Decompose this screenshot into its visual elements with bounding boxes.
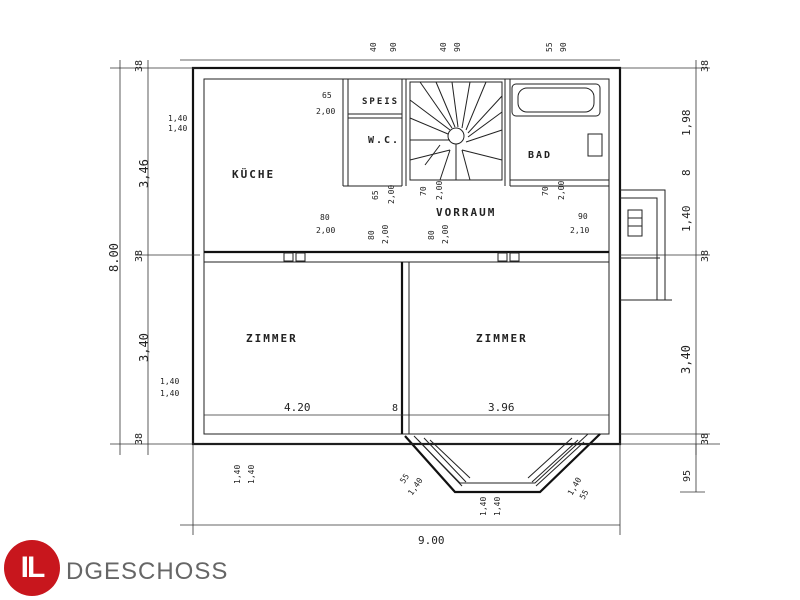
dim-bay-left-a: 1,40: [233, 465, 242, 484]
dim-win-zimmer-b: 1,40: [160, 389, 179, 398]
dim-room-width-right: 3.96: [488, 401, 515, 414]
dim-bay-d: 1,40: [493, 497, 502, 516]
interior-walls: [204, 79, 609, 434]
dim-bay-left-b: 1,40: [247, 465, 256, 484]
dim-kueche-door-b: 2,00: [316, 226, 335, 235]
dim-win-kueche-b: 1,40: [168, 124, 187, 133]
dim-room-width-left: 4.20: [284, 401, 311, 414]
dim-left-mid: 3,40: [137, 333, 151, 362]
dim-top-a: 40: [369, 42, 378, 52]
dim-zl-door-b: 2,00: [381, 225, 390, 244]
dim-right-95: 95: [682, 470, 693, 482]
dim-right-140: 1,40: [680, 206, 693, 233]
dim-right-340: 3,40: [679, 345, 693, 374]
dim-top-b: 90: [389, 42, 398, 52]
floor-caption: DGESCHOSS: [66, 558, 229, 585]
staircase: [409, 81, 503, 181]
dim-win-kueche-a: 1,40: [168, 114, 187, 123]
dim-top-e: 55: [545, 42, 554, 52]
dim-bay-c: 1,40: [479, 497, 488, 516]
dim-vorraum-door-b: 2,10: [570, 226, 589, 235]
dim-stair-b: 2,00: [435, 181, 444, 200]
dim-zr-door-a: 80: [427, 230, 436, 240]
dim-right-198: 1,98: [680, 110, 693, 137]
dim-vorraum-door-a: 90: [578, 212, 588, 221]
dim-wc-door-b: 2,00: [387, 185, 396, 204]
dim-speis-b: 2,00: [316, 107, 335, 116]
dim-left-top: 3,46: [137, 159, 151, 188]
dim-speis-a: 65: [322, 91, 332, 100]
dim-total-height: 8.00: [107, 243, 121, 272]
dim-wall-38-bottom-right: 38: [700, 433, 711, 445]
radiators: [283, 252, 520, 262]
dim-zr-door-b: 2,00: [441, 225, 450, 244]
dim-stair-a: 70: [419, 186, 428, 196]
room-label-bad: BAD: [528, 150, 552, 161]
dim-right-8: 8: [680, 169, 693, 176]
bathtub: [511, 83, 603, 157]
dim-wc-door-a: 65: [371, 190, 380, 200]
side-entrance: [620, 189, 672, 301]
room-label-zimmer-left: ZIMMER: [246, 332, 298, 345]
room-label-zimmer-right: ZIMMER: [476, 332, 528, 345]
dim-wall-38-mid-left: 38: [134, 250, 145, 262]
dim-top-f: 90: [559, 42, 568, 52]
dim-wall-38-mid-right: 38: [700, 250, 711, 262]
dim-kueche-door-a: 80: [320, 213, 330, 222]
dim-bad-door-b: 2,00: [557, 181, 566, 200]
room-label-speis: SPEIS: [362, 97, 399, 107]
dim-bay-a: 55: [398, 472, 411, 485]
dim-wall-38-bottom-left: 38: [134, 433, 145, 445]
dim-wall-38-top-left: 38: [134, 60, 145, 72]
dim-win-zimmer-a: 1,40: [160, 377, 179, 386]
room-label-kueche: KÜCHE: [232, 167, 275, 181]
dim-wall-38-top-right: 38: [700, 60, 711, 72]
dim-total-width: 9.00: [418, 534, 445, 547]
dim-top-d: 90: [453, 42, 462, 52]
company-logo: IL: [4, 540, 60, 596]
dim-bay-f: 55: [578, 488, 591, 501]
dimension-lines: [110, 59, 720, 535]
dim-zl-door-a: 80: [367, 230, 376, 240]
dim-top-c: 40: [439, 42, 448, 52]
dim-partition-8: 8: [392, 403, 398, 414]
room-label-wc: W.C.: [368, 135, 400, 146]
logo-text: IL: [20, 551, 46, 584]
bay-window-frames: [417, 437, 585, 487]
dim-bad-door-a: 70: [541, 186, 550, 196]
room-label-vorraum: VORRAUM: [436, 206, 496, 219]
